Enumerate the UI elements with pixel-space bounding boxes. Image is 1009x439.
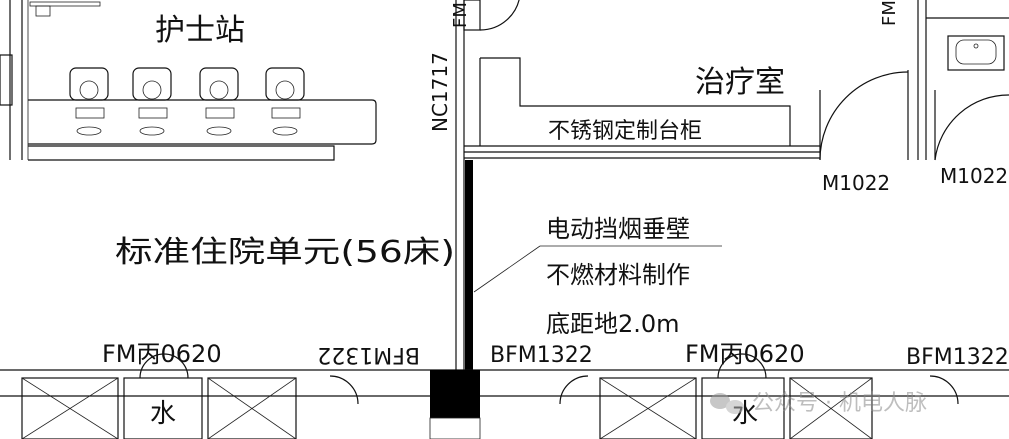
shaft-x xyxy=(21,377,119,439)
seated-person xyxy=(79,80,99,100)
left-column xyxy=(0,54,13,106)
door-tag-m1022-b: M1022 xyxy=(940,164,1008,188)
top-jamb xyxy=(463,0,481,31)
keyboard xyxy=(138,107,168,119)
workstation-3 xyxy=(199,67,239,136)
door-swing-1 xyxy=(819,71,909,161)
nurse-station-label: 护士站 xyxy=(155,13,245,48)
cabinet-outline xyxy=(480,57,791,146)
keyboard xyxy=(271,107,301,119)
chair xyxy=(199,67,239,101)
bfm-door-swing-center xyxy=(559,375,589,405)
seated-person xyxy=(142,80,162,100)
wechat-icon-bubble xyxy=(726,400,744,414)
smoke-barrier-note: 电动挡烟垂壁 不燃材料制作 底距地2.0m xyxy=(473,215,722,338)
shaft-box-4 xyxy=(599,377,697,439)
station-counter-top xyxy=(28,99,377,145)
chair xyxy=(132,67,172,101)
column-base xyxy=(429,417,481,439)
station-shelf xyxy=(29,1,101,7)
leader-line xyxy=(473,245,541,293)
smoke-barrier-wall xyxy=(465,160,473,370)
central-wall: NC1717 FM xyxy=(428,0,520,370)
monitor xyxy=(206,126,232,136)
shaft-x xyxy=(207,377,297,439)
workstation-1 xyxy=(69,67,109,136)
keyboard xyxy=(75,107,105,119)
bfm-door-swing-left xyxy=(329,375,359,405)
bfm-tag-right: BFM1322 xyxy=(906,345,1009,370)
note-line-1: 电动挡烟垂壁 xyxy=(546,215,690,243)
workstation-4 xyxy=(265,67,305,136)
bfm-tag-center: BFM1322 xyxy=(490,343,593,368)
monitor xyxy=(139,126,165,136)
shaft-row: 水 FM丙0620 BFM1322 BFM1322 水 FM丙0620 BFM1… xyxy=(0,340,1009,439)
sink-bowl xyxy=(955,39,997,65)
shaft-box-2 xyxy=(123,377,203,439)
keyboard xyxy=(205,107,235,119)
nurse-station-area: 护士站 xyxy=(0,0,377,161)
station-fixture xyxy=(35,5,51,17)
sink-counter xyxy=(947,35,1005,71)
workstation-2 xyxy=(132,67,172,136)
shaft-x xyxy=(599,377,697,439)
wechat-icon xyxy=(710,393,730,409)
shaft-box-3 xyxy=(207,377,297,439)
water-label-left: 水 xyxy=(150,399,176,429)
seated-person xyxy=(209,80,229,100)
shaft-x xyxy=(789,377,873,439)
station-counter-lower xyxy=(28,145,335,161)
inpatient-unit-label: 标准住院单元(56床) xyxy=(115,235,455,270)
counter-label: 不锈钢定制台柜 xyxy=(548,119,702,144)
bfm-tag-mirrored: BFM1322 xyxy=(317,342,420,367)
shaft-box-5 xyxy=(701,377,785,439)
treatment-room-label: 治疗室 xyxy=(695,65,785,100)
note-line-3: 底距地2.0m xyxy=(546,310,680,338)
structural-column xyxy=(430,370,480,418)
shaft-box-1 xyxy=(21,377,119,439)
door-tag-m1022-a: M1022 xyxy=(822,171,890,195)
shaft-box-6 xyxy=(789,377,873,439)
door-swing-2 xyxy=(934,94,1009,161)
top-door-swing xyxy=(479,0,520,31)
top-tag-fm-right: FM xyxy=(879,0,900,26)
fm-door-swing-left xyxy=(139,353,189,379)
bfm-door-swing-right xyxy=(929,375,959,405)
fm-tag-right: FM丙0620 xyxy=(685,340,805,368)
watermark: 公众号 · 机电人脉 xyxy=(710,391,927,416)
fm-tag-left: FM丙0620 xyxy=(102,340,222,368)
monitor xyxy=(76,126,102,136)
chair xyxy=(265,67,305,101)
treatment-room-area: 治疗室 不锈钢定制台柜 M1022 FM M1022 xyxy=(464,0,1009,195)
sink-faucet xyxy=(973,43,979,49)
chair xyxy=(69,67,109,101)
watermark-text: 公众号 · 机电人脉 xyxy=(752,391,927,416)
seated-person xyxy=(275,80,295,100)
window-tag-nc1717: NC1717 xyxy=(428,52,452,132)
note-line-2: 不燃材料制作 xyxy=(546,261,690,289)
monitor xyxy=(272,126,298,136)
fm-door-swing-right xyxy=(717,353,767,379)
top-tag-fm-left: FM xyxy=(450,2,471,28)
